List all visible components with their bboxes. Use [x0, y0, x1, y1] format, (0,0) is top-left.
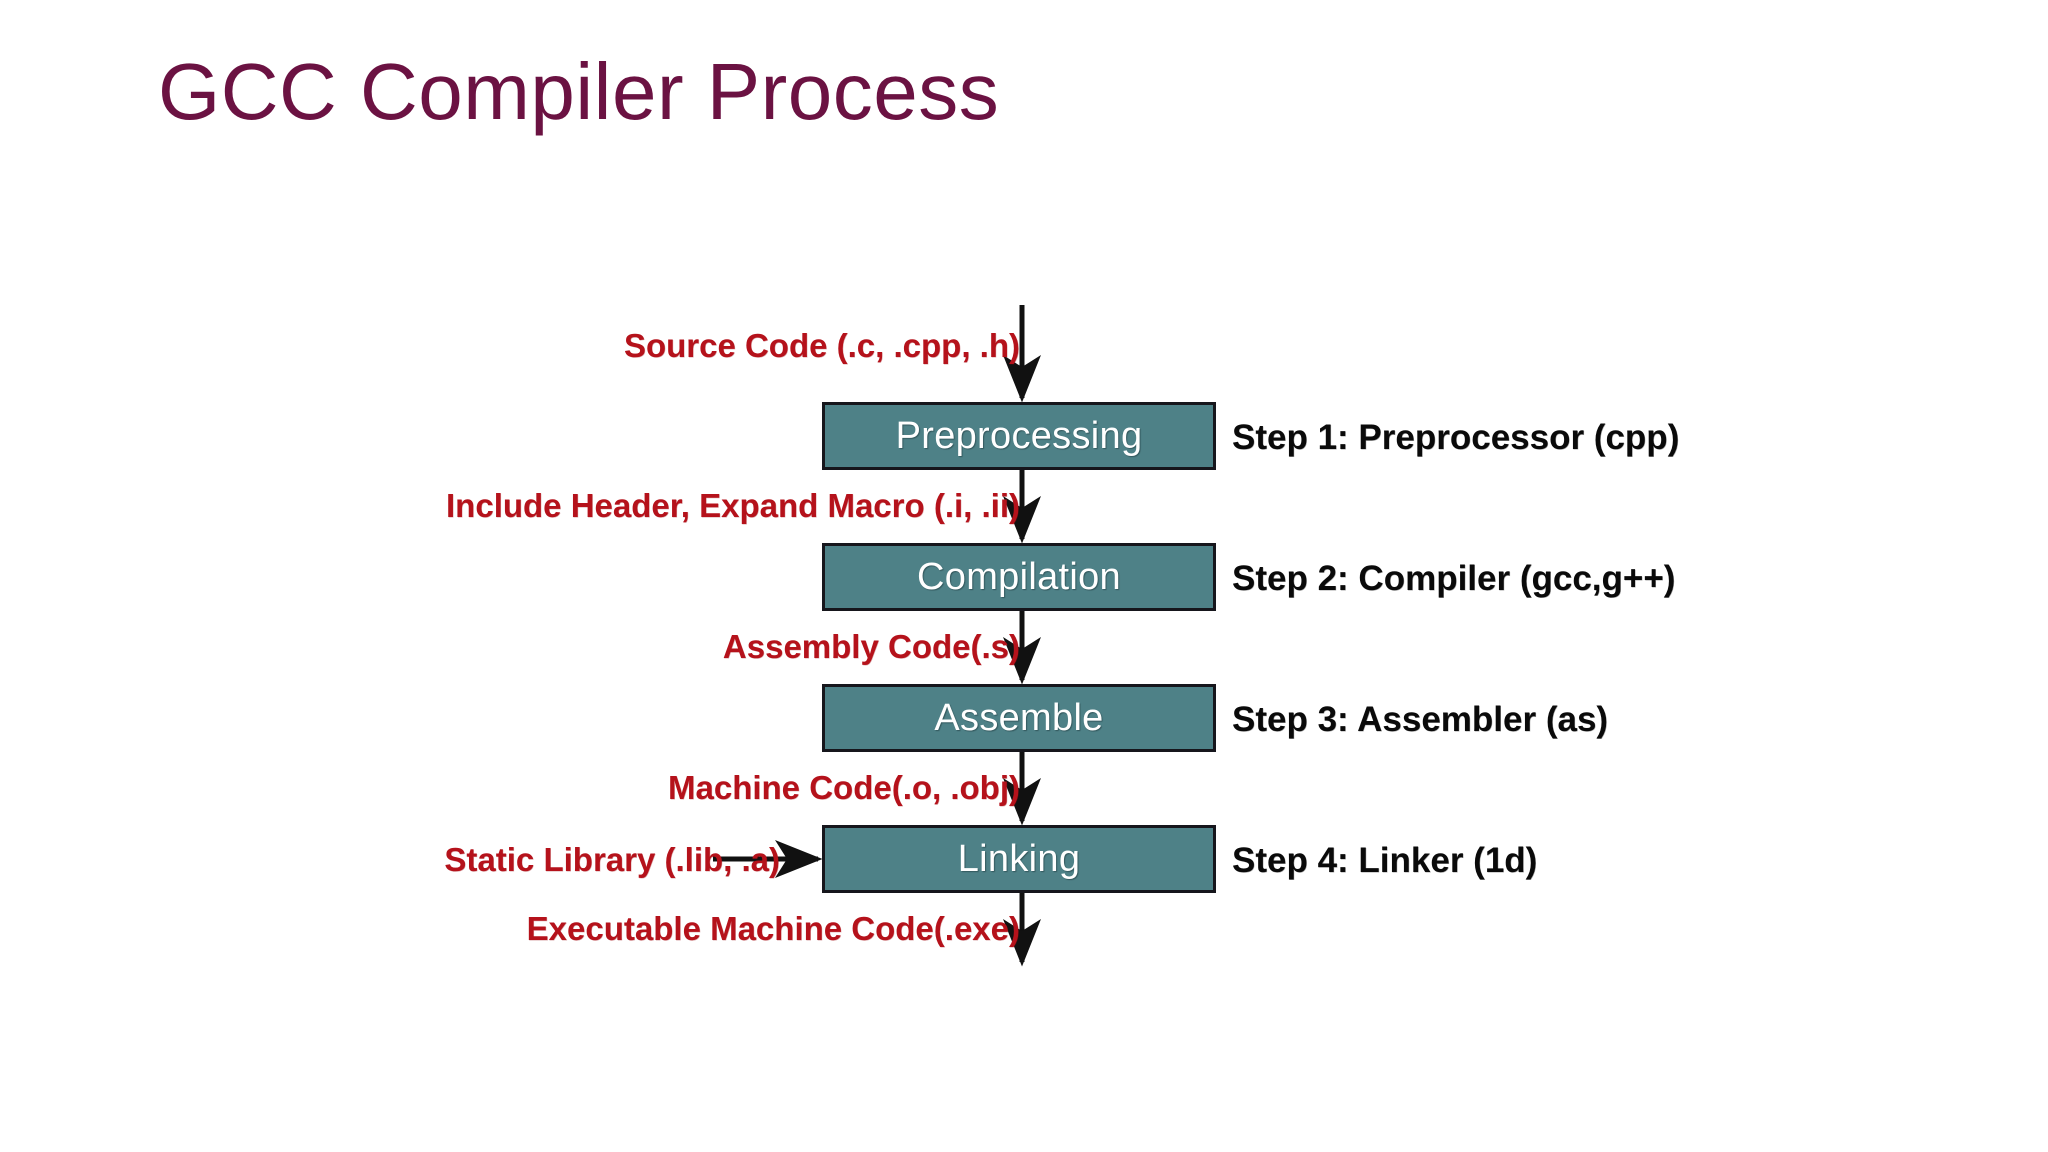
- process-box-compilation[interactable]: Compilation: [822, 543, 1216, 611]
- process-box-label: Assemble: [934, 696, 1104, 739]
- step-caption-2: Step 2: Compiler (gcc,g++): [1232, 559, 1676, 598]
- flow-label-include-header: Include Header, Expand Macro (.i, .ii): [446, 487, 1020, 524]
- flow-label-assembly-code: Assembly Code(.s): [722, 628, 1020, 665]
- flow-label-source-code: Source Code (.c, .cpp, .h): [623, 327, 1020, 364]
- step-caption-4: Step 4: Linker (1d): [1232, 841, 1538, 880]
- flow-label-static-library: Static Library (.lib, .a): [444, 841, 780, 878]
- flow-label-executable-machine-code: Executable Machine Code(.exe): [526, 910, 1020, 947]
- step-caption-1: Step 1: Preprocessor (cpp): [1232, 418, 1680, 457]
- flow-label-machine-code: Machine Code(.o, .obj): [668, 769, 1020, 806]
- process-box-assemble[interactable]: Assemble: [822, 684, 1216, 752]
- process-box-label: Linking: [957, 837, 1081, 880]
- process-box-linking[interactable]: Linking: [822, 825, 1216, 893]
- process-box-label: Preprocessing: [895, 414, 1143, 457]
- process-box-preprocessing[interactable]: Preprocessing: [822, 402, 1216, 470]
- page-title: GCC Compiler Process: [158, 47, 1000, 136]
- step-caption-3: Step 3: Assembler (as): [1232, 700, 1609, 739]
- process-box-label: Compilation: [917, 555, 1121, 598]
